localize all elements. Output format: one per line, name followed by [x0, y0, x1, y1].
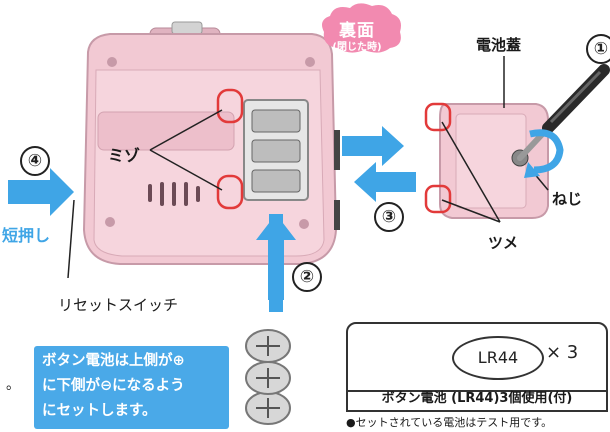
screw-label: ねじ [552, 190, 583, 208]
step-2-number: ② [292, 262, 322, 292]
battery-model-badge: LR44 [452, 336, 544, 380]
battery-orientation-note: ボタン電池は上側が⊕ に下側が⊖になるよう にセットします。 [34, 346, 229, 429]
button-cell-icon [245, 329, 291, 425]
battery-caption: ボタン電池 (LR44)3個使用(付) [346, 388, 608, 412]
slot-label: ミゾ [108, 146, 141, 165]
note-line-3: にセットします。 [42, 403, 157, 419]
back-side-badge [322, 3, 401, 53]
stray-punctuation: 。 [6, 377, 20, 393]
note-line-2: に下側が⊖になるよう [42, 378, 185, 394]
battery-spec-box: LR44 × 3 ボタン電池 (LR44)3個使用(付) ●セットされている電池… [346, 322, 608, 429]
test-battery-note: ●セットされている電池はテスト用です。 [346, 416, 553, 429]
battery-cover [424, 102, 549, 223]
remove-arrow [342, 126, 404, 166]
short-press-label: 短押し [2, 226, 51, 245]
reset-switch-label: リセットスイッチ [58, 296, 179, 314]
attach-arrow [354, 162, 416, 202]
battery-count: × 3 [546, 342, 579, 363]
back-side-badge-text: 裏面 (閉じた時) [318, 6, 396, 53]
badge-title: 裏面 [339, 21, 375, 41]
rotate-arrow-icon [529, 129, 564, 174]
device-back-panel [82, 21, 340, 265]
tab-label: ツメ [488, 234, 519, 252]
push-arrow [8, 168, 74, 216]
step-3-number: ③ [374, 202, 404, 232]
battery-spec-frame: LR44 × 3 [346, 322, 608, 392]
badge-subtitle: (閉じた時) [332, 42, 382, 53]
battery-cover-label: 電池蓋 [476, 36, 522, 54]
step-1-number: ① [586, 34, 610, 64]
note-line-1: ボタン電池は上側が⊕ [42, 353, 185, 369]
step-4-number: ④ [20, 146, 50, 176]
